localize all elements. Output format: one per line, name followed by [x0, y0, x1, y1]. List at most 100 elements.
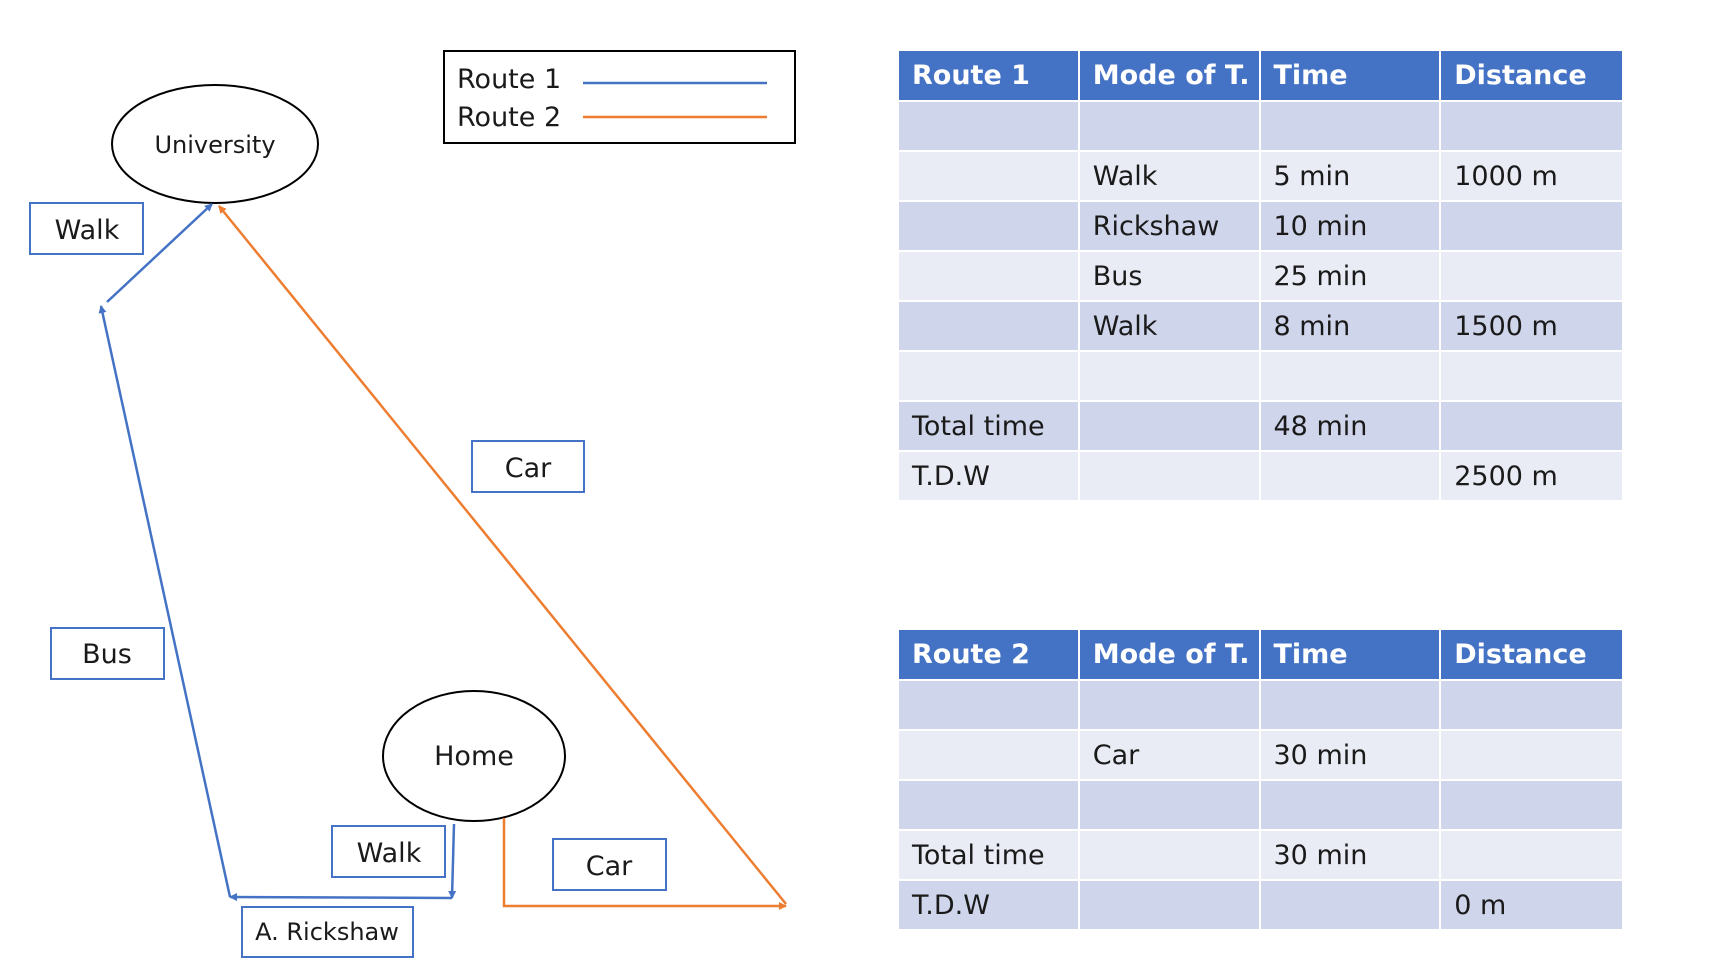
home-label: Home — [434, 741, 514, 772]
table-cell: 8 min — [1260, 302, 1442, 352]
car-top-label: Car — [505, 453, 552, 484]
legend-route2-label: Route 2 — [457, 102, 561, 133]
table-cell — [1441, 402, 1622, 452]
legend-route1-label: Route 1 — [457, 64, 561, 95]
table-cell — [899, 102, 1080, 152]
table-cell: 30 min — [1260, 731, 1442, 781]
route2-car-home-segment — [502, 818, 787, 910]
table-row: Walk 8 min 1500 m — [899, 302, 1622, 352]
table-cell — [1260, 102, 1442, 152]
bus-label: Bus — [82, 639, 132, 670]
table-cell: 10 min — [1260, 202, 1442, 252]
table-cell — [1441, 731, 1622, 781]
table-cell — [1260, 681, 1442, 731]
table-cell — [1079, 781, 1261, 831]
table-cell: Car — [1079, 731, 1261, 781]
table-cell — [899, 252, 1080, 302]
home-node: Home — [382, 690, 566, 822]
table-row — [899, 102, 1622, 152]
route1-walk-university-segment — [106, 203, 213, 303]
table-row: Total time 48 min — [899, 402, 1622, 452]
table-cell: T.D.W — [899, 452, 1080, 502]
header-cell: Route 1 — [899, 51, 1080, 102]
table-cell: Rickshaw — [1079, 202, 1261, 252]
route2-car-university-segment — [218, 205, 787, 905]
table-cell — [1079, 681, 1261, 731]
table-cell: 2500 m — [1441, 452, 1622, 502]
university-node: University — [111, 84, 319, 204]
header-cell: Time — [1260, 630, 1442, 681]
table-cell — [1441, 102, 1622, 152]
table-row: Rickshaw 10 min — [899, 202, 1622, 252]
table-row — [899, 681, 1622, 731]
table-cell — [899, 731, 1080, 781]
car-bottom-label: Car — [586, 851, 633, 882]
route1-rickshaw-segment — [229, 893, 453, 902]
rickshaw-label-box: A. Rickshaw — [241, 906, 414, 958]
walk-bottom-label-box: Walk — [331, 825, 446, 878]
header-cell: Route 2 — [899, 630, 1080, 681]
legend: Route 1 Route 2 — [443, 50, 796, 144]
table-cell — [1079, 452, 1261, 502]
table-cell: 30 min — [1260, 831, 1442, 881]
header-cell: Distance — [1441, 51, 1622, 102]
header-cell: Mode of T. — [1079, 630, 1261, 681]
table-cell — [1079, 881, 1261, 931]
table-cell — [1260, 352, 1442, 402]
table-cell: 5 min — [1260, 152, 1442, 202]
table-cell: 0 m — [1441, 881, 1622, 931]
table-cell — [1441, 352, 1622, 402]
table-cell — [1079, 402, 1261, 452]
table-cell — [1079, 352, 1261, 402]
table-cell — [1441, 681, 1622, 731]
table-cell — [1441, 831, 1622, 881]
car-top-label-box: Car — [471, 440, 585, 493]
table-header-row: Route 1 Mode of T. Time Distance — [899, 51, 1622, 102]
header-cell: Distance — [1441, 630, 1622, 681]
table-cell — [1260, 452, 1442, 502]
table-row — [899, 352, 1622, 402]
route1-path — [98, 203, 457, 902]
table-header-row: Route 2 Mode of T. Time Distance — [899, 630, 1622, 681]
header-cell: Time — [1260, 51, 1442, 102]
table-cell: Total time — [899, 831, 1080, 881]
bus-label-box: Bus — [50, 627, 165, 680]
table-cell — [1441, 202, 1622, 252]
table-cell — [1079, 102, 1261, 152]
table-row: Walk 5 min 1000 m — [899, 152, 1622, 202]
table-row: Bus 25 min — [899, 252, 1622, 302]
table-cell: Bus — [1079, 252, 1261, 302]
header-cell: Mode of T. — [1079, 51, 1261, 102]
route2-table: Route 2 Mode of T. Time Distance Car 30 … — [899, 630, 1622, 931]
table-cell: Walk — [1079, 302, 1261, 352]
table-cell — [899, 681, 1080, 731]
table-cell: 48 min — [1260, 402, 1442, 452]
table-cell — [1441, 781, 1622, 831]
route2-path — [218, 205, 787, 910]
table-cell: Walk — [1079, 152, 1261, 202]
table-cell: 1000 m — [1441, 152, 1622, 202]
route1-table: Route 1 Mode of T. Time Distance Walk 5 … — [899, 51, 1622, 502]
table-row: T.D.W 2500 m — [899, 452, 1622, 502]
table-cell — [1260, 881, 1442, 931]
table-row: Car 30 min — [899, 731, 1622, 781]
table-cell — [1079, 831, 1261, 881]
table-cell — [1441, 252, 1622, 302]
table-row: T.D.W 0 m — [899, 881, 1622, 931]
walk-top-label-box: Walk — [29, 202, 144, 255]
table-cell: Total time — [899, 402, 1080, 452]
table-cell: 1500 m — [1441, 302, 1622, 352]
walk-top-label: Walk — [55, 215, 120, 246]
route1-bus-segment — [98, 305, 232, 898]
table-cell: T.D.W — [899, 881, 1080, 931]
route1-walk-home-segment — [448, 823, 457, 899]
university-label: University — [154, 131, 275, 159]
table-cell — [899, 781, 1080, 831]
walk-bottom-label: Walk — [357, 838, 422, 869]
table-cell — [899, 352, 1080, 402]
table-row: Total time 30 min — [899, 831, 1622, 881]
table-cell — [899, 302, 1080, 352]
table-row — [899, 781, 1622, 831]
table-cell: 25 min — [1260, 252, 1442, 302]
